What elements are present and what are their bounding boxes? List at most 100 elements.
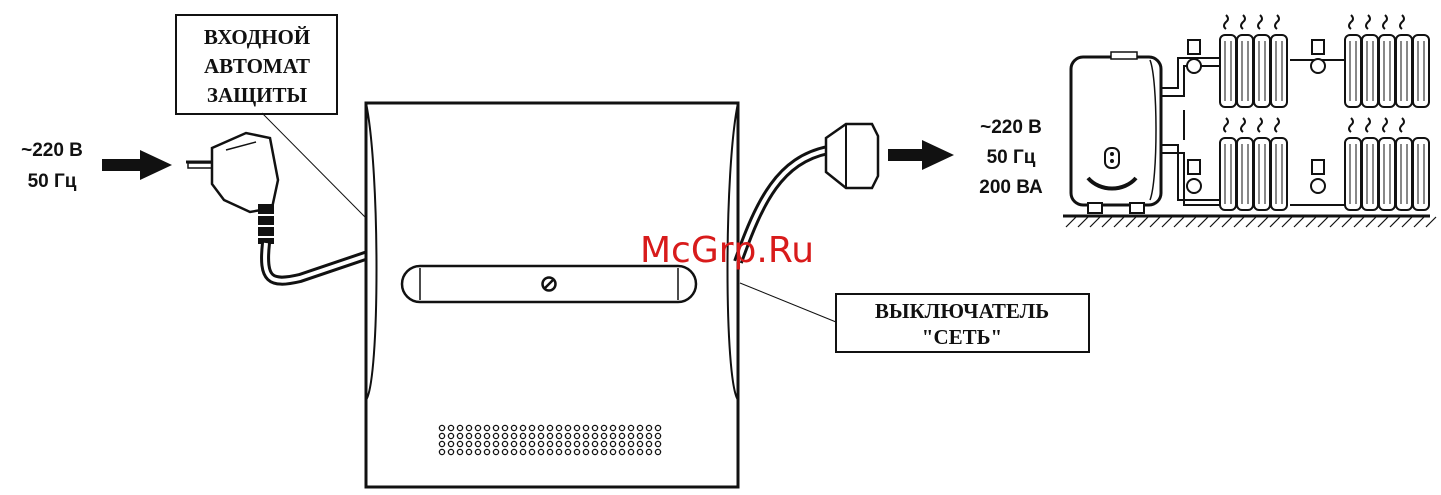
vent-hole xyxy=(538,425,543,430)
switch-label-box: ВЫКЛЮЧАТЕЛЬ "СЕТЬ" xyxy=(836,294,1089,352)
vent-hole xyxy=(637,441,642,446)
vent-hole xyxy=(619,441,624,446)
vent-hole xyxy=(610,433,615,438)
vent-hole xyxy=(619,433,624,438)
heat-wave-icon xyxy=(1275,15,1279,29)
vent-hole xyxy=(448,441,453,446)
vent-hole xyxy=(556,441,561,446)
vent-hole xyxy=(493,425,498,430)
vent-hole xyxy=(466,433,471,438)
radiator-icon xyxy=(1220,118,1287,210)
floor-line xyxy=(1063,216,1436,227)
boiler-icon xyxy=(1071,52,1161,213)
vent-hole xyxy=(511,441,516,446)
heat-wave-icon xyxy=(1349,118,1353,132)
output-power-label: 200 ВА xyxy=(979,177,1043,198)
vent-hole xyxy=(457,425,462,430)
vent-hole xyxy=(583,449,588,454)
heat-wave-icon xyxy=(1258,118,1262,132)
vent-hole xyxy=(520,441,525,446)
vent-hole xyxy=(529,441,534,446)
breaker-label-line1: ВХОДНОЙ xyxy=(204,25,310,49)
vent-hole xyxy=(655,449,660,454)
vent-hole xyxy=(628,449,633,454)
vent-hole xyxy=(565,449,570,454)
vent-hole xyxy=(520,449,525,454)
output-frequency-label: 50 Гц xyxy=(987,147,1036,168)
vent-hole xyxy=(466,441,471,446)
vent-hole xyxy=(574,441,579,446)
watermark-text: McGrp.Ru xyxy=(640,230,814,271)
vent-hole xyxy=(601,425,606,430)
vent-hole xyxy=(511,449,516,454)
vent-hole xyxy=(646,441,651,446)
vent-hole xyxy=(502,449,507,454)
vent-hole xyxy=(502,433,507,438)
vent-hole xyxy=(484,433,489,438)
vent-hole xyxy=(655,433,660,438)
vent-hole xyxy=(538,449,543,454)
vent-hole xyxy=(439,425,444,430)
output-arrow-icon xyxy=(888,140,954,170)
vent-hole xyxy=(484,449,489,454)
vent-hole xyxy=(646,425,651,430)
input-voltage-label: ~220 В xyxy=(21,140,83,161)
input-arrow-icon xyxy=(102,150,172,180)
vent-hole xyxy=(475,449,480,454)
vent-hole xyxy=(547,441,552,446)
vent-hole xyxy=(556,449,561,454)
vent-hole xyxy=(628,433,633,438)
vent-hole xyxy=(592,425,597,430)
vent-hole xyxy=(484,441,489,446)
heat-wave-icon xyxy=(1366,118,1370,132)
vent-hole xyxy=(502,441,507,446)
vent-hole xyxy=(637,425,642,430)
vent-hole xyxy=(484,425,489,430)
heat-wave-icon xyxy=(1400,15,1404,29)
breaker-label-line2: АВТОМАТ xyxy=(204,54,310,78)
vent-hole xyxy=(556,433,561,438)
vent-hole xyxy=(457,433,462,438)
heat-wave-icon xyxy=(1349,15,1353,29)
vent-hole xyxy=(466,425,471,430)
vent-hole xyxy=(529,449,534,454)
vent-hole xyxy=(628,425,633,430)
heat-wave-icon xyxy=(1366,15,1370,29)
vent-hole xyxy=(628,441,633,446)
vent-hole xyxy=(574,449,579,454)
heat-wave-icon xyxy=(1241,118,1245,132)
vent-hole xyxy=(565,433,570,438)
heat-wave-icon xyxy=(1383,118,1387,132)
vent-hole xyxy=(448,433,453,438)
radiator-icon xyxy=(1345,118,1429,210)
socket-icon xyxy=(826,124,878,188)
output-voltage-label: ~220 В xyxy=(980,117,1042,138)
vent-hole xyxy=(592,433,597,438)
vent-hole xyxy=(529,433,534,438)
vent-hole xyxy=(646,433,651,438)
switch-label-line1: ВЫКЛЮЧАТЕЛЬ xyxy=(875,299,1049,323)
vent-hole xyxy=(592,449,597,454)
stabilizer-device xyxy=(366,103,738,487)
vent-hole xyxy=(529,425,534,430)
vent-hole xyxy=(448,449,453,454)
vent-hole xyxy=(574,425,579,430)
power-switch-icon xyxy=(543,278,556,291)
vent-hole xyxy=(520,425,525,430)
heat-wave-icon xyxy=(1258,15,1262,29)
vent-hole xyxy=(556,425,561,430)
vent-hole xyxy=(592,441,597,446)
vent-hole xyxy=(475,425,480,430)
vent-hole xyxy=(610,425,615,430)
vent-hole xyxy=(493,449,498,454)
breaker-label-line3: ЗАЩИТЫ xyxy=(207,83,308,107)
vent-hole xyxy=(457,449,462,454)
heat-wave-icon xyxy=(1241,15,1245,29)
vent-hole xyxy=(511,433,516,438)
vent-hole xyxy=(574,433,579,438)
heat-wave-icon xyxy=(1275,118,1279,132)
vent-hole xyxy=(520,433,525,438)
vent-hole xyxy=(493,441,498,446)
input-breaker-box: ВХОДНОЙ АВТОМАТ ЗАЩИТЫ xyxy=(176,15,337,114)
